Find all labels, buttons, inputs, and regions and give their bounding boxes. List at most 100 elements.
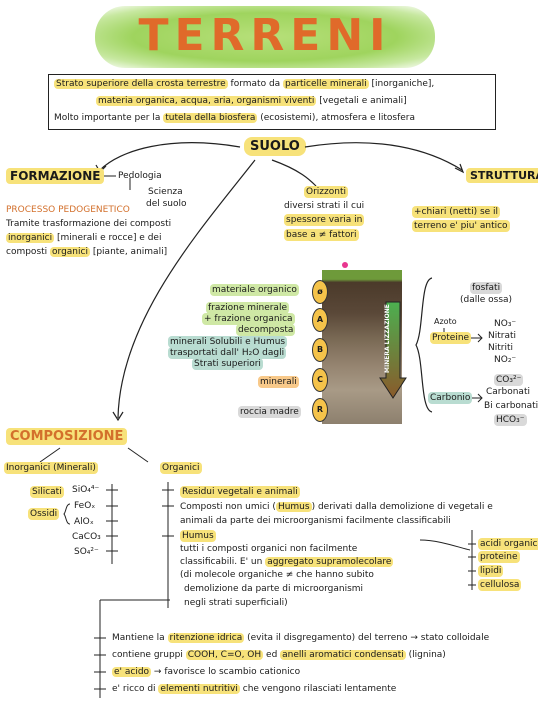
humus-line-5: negli strati superficiali) [184, 598, 288, 608]
layer-r-label: R [312, 398, 328, 422]
bottom-text: elementi nutritivi [158, 684, 240, 694]
minerali-line-2: trasportati dall' H₂O dagli [168, 347, 287, 359]
alox-formula: AlOₓ [74, 517, 94, 527]
azoto-label: Azoto [434, 317, 457, 326]
orizzonti-heading: Orizzonti [304, 186, 348, 198]
bottom-text: ritenzione idrica [167, 633, 245, 643]
humus-line-2: classificabili. E' un aggregato supramol… [180, 556, 394, 568]
formazione-text: inorganici [6, 233, 55, 243]
bottom-text: ed [263, 650, 281, 660]
humus-line-3: (di molecole organiche ≠ che hanno subit… [180, 570, 374, 580]
bottom-item-4: e' ricco di elementi nutritivi che vengo… [112, 683, 396, 695]
intro-text: Strato superiore della crosta terrestre [54, 79, 228, 89]
organici-heading: Organici [160, 462, 202, 474]
del-suolo-label: del suolo [146, 199, 187, 209]
minerali-label: minerali [258, 376, 299, 388]
bottom-text: → favorisce lo scambio cationico [151, 667, 301, 677]
bottom-item-2: contiene gruppi COOH, C=O, OH ed anelli … [112, 649, 446, 661]
intro-line-2: materia organica, acqua, aria, organismi… [96, 95, 407, 107]
nitrati-label: Nitrati [488, 331, 517, 341]
intro-text: (ecosistemi), atmosfera e litosfera [257, 113, 415, 123]
intro-text: formato da [227, 79, 284, 89]
ossidi-label: Ossidi [28, 508, 60, 520]
flower-icon [342, 262, 348, 268]
bottom-text: anelli aromatici condensati [280, 650, 406, 660]
formazione-text: [minerali e rocce] e dei [54, 233, 162, 243]
so4-formula: SO₄²⁻ [74, 547, 99, 557]
intro-text: particelle minerali [283, 79, 369, 89]
struttura-line-2: terreno e' piu' antico [412, 220, 510, 232]
organici-text: ) derivati dalla demolizione di vegetali… [311, 502, 493, 512]
bottom-text: (evita il disgregamento) del terreno → s… [244, 633, 490, 643]
bottom-text: COOH, C=O, OH [185, 650, 264, 660]
minerali-line-3: Strati superiori [192, 358, 263, 370]
bottom-text: Mantiene la [112, 633, 168, 643]
organici-item-3: animali da parte dei microorganismi faci… [180, 516, 451, 526]
mineralizzazione-arrow [379, 301, 407, 399]
proteine-item: proteine [478, 551, 520, 563]
bottom-text: contiene gruppi [112, 650, 186, 660]
composizione-heading: COMPOSIZIONE [6, 428, 128, 445]
humus-text: aggregato supramolecolare [265, 557, 394, 567]
inorganici-heading: Inorganici (Minerali) [4, 462, 98, 474]
lipidi-item: lipidi [478, 565, 504, 577]
frazione-line-1: frazione minerale [206, 302, 289, 314]
intro-text: Molto importante per la [54, 113, 164, 123]
bottom-text: e' acido [112, 667, 152, 677]
organici-item-2: Composti non umici (Humus) derivati dall… [180, 501, 493, 513]
scienza-label: Scienza [148, 187, 183, 197]
no3-formula: NO₃⁻ [494, 319, 517, 329]
frazione-line-2: + frazione organica [202, 313, 295, 325]
layer-b-label: B [312, 338, 328, 362]
formazione-text: [piante, animali] [89, 247, 168, 257]
carbonio-label: Carbonio [428, 392, 473, 404]
silicati-label: Silicati [30, 486, 64, 498]
hco3-formula: HCO₃⁻ [494, 414, 527, 426]
processo-heading: PROCESSO PEDOGENETICO [6, 205, 130, 215]
title-highlight [95, 6, 435, 68]
layer-o-label: ø [312, 280, 328, 304]
roccia-madre-label: roccia madre [238, 406, 301, 418]
orizzonti-line-1: diversi strati il cui [284, 201, 365, 211]
formazione-text: composti [6, 247, 51, 257]
bottom-item-1: Mantiene la ritenzione idrica (evita il … [112, 632, 489, 644]
formazione-line-3: composti organici [piante, animali] [6, 246, 167, 258]
no2-formula: NO₂⁻ [494, 355, 517, 365]
bottom-text: che vengono rilasciati lentamente [239, 684, 397, 694]
intro-line-1: Strato superiore della crosta terrestre … [54, 78, 434, 90]
bottom-text: e' ricco di [112, 684, 159, 694]
carbonati-label: Carbonati [486, 387, 530, 397]
mineralizzazione-label: MINERA LIZZAZIONE [384, 304, 391, 374]
minerali-line-1: minerali Solubili e Humus [168, 336, 288, 348]
pedologia-label: Pedologia [118, 171, 162, 181]
bottom-text: (lignina) [405, 650, 446, 660]
intro-text: [vegetali e animali] [316, 96, 407, 106]
materiale-organico: materiale organico [210, 284, 299, 296]
sio4-formula: SiO₄⁴⁻ [72, 485, 100, 495]
co3-formula: CO₃²⁻ [494, 374, 524, 386]
layer-c-label: C [312, 368, 328, 392]
organici-text: Composti non umici ( [180, 502, 276, 512]
struttura-line-1: +chiari (netti) se il [412, 206, 501, 218]
layer-a-label: A [312, 308, 328, 332]
organici-item-1: Residui vegetali e animali [180, 486, 300, 498]
formazione-line-1: Tramite trasformazione dei composti [6, 219, 172, 229]
formazione-heading: FORMAZIONE [6, 168, 105, 184]
nitriti-label: Nitriti [488, 343, 513, 353]
intro-line-3: Molto importante per la tutela della bio… [54, 112, 415, 124]
organici-text: Humus [275, 502, 312, 512]
cellulosa-item: cellulosa [478, 579, 522, 591]
intro-text: materia organica, acqua, aria, organismi… [96, 96, 317, 106]
formazione-text: organici [50, 247, 90, 257]
frazione-line-3: decomposta [236, 324, 296, 336]
humus-text: classificabili. E' un [180, 557, 266, 567]
suolo-heading: SUOLO [244, 137, 306, 156]
page-title: TERRENI [138, 10, 392, 61]
bottom-item-3: e' acido → favorisce lo scambio cationic… [112, 666, 300, 678]
acidi-organici: acidi organici [478, 538, 538, 550]
dalle-ossa-label: (dalle ossa) [460, 295, 513, 305]
orizzonti-line-2: spessore varia in [284, 214, 365, 226]
intro-text: tutela della biosfera [163, 113, 258, 123]
humus-heading: Humus [180, 530, 216, 542]
